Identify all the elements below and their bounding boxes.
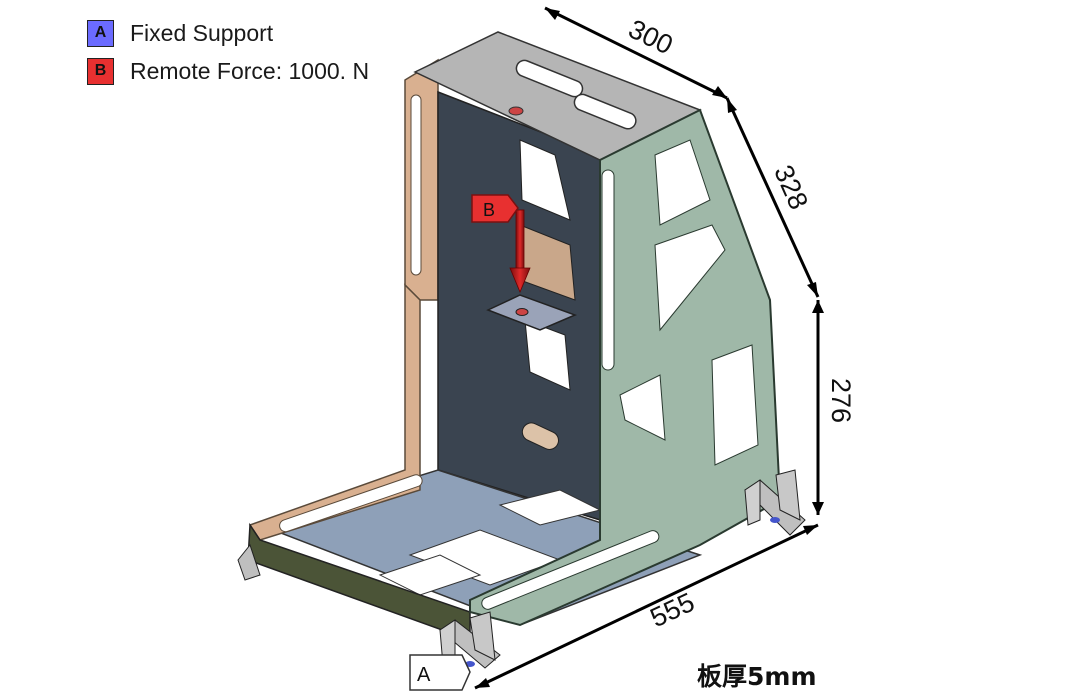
legend-badge-a: A: [87, 19, 114, 47]
svg-text:A: A: [417, 664, 431, 686]
plate-thickness-note: 板厚5mm: [697, 662, 817, 691]
back-wall-window: [519, 139, 571, 221]
top-plate-hole: [508, 106, 524, 116]
support-foot-front: [237, 543, 261, 581]
legend-item-remote-force: B Remote Force: 1000. N: [87, 56, 369, 86]
legend-label: Fixed Support: [130, 19, 274, 46]
force-plate-hole: [515, 308, 529, 316]
side-frame-window: [654, 224, 726, 332]
side-frame-window: [711, 344, 759, 466]
back-wall-window: [524, 319, 571, 391]
dimension-line-328: [725, 97, 820, 298]
support-tag: A: [409, 654, 471, 691]
side-frame-slot-vertical: [601, 169, 615, 371]
legend-badge-b: B: [87, 57, 114, 85]
force-arrow: [509, 209, 531, 294]
side-frame-window: [654, 139, 711, 226]
top-plate-slot: [515, 59, 584, 98]
support-foot-right: [744, 469, 806, 536]
dimension-line-555: [474, 523, 819, 690]
back-wall-slot: [521, 422, 559, 450]
legend-item-fixed-support: A Fixed Support: [87, 18, 369, 48]
legend-label: Remote Force: 1000. N: [130, 57, 370, 84]
legend: A Fixed Support B Remote Force: 1000. N: [87, 18, 369, 94]
side-frame-slot: [481, 530, 660, 610]
side-frame-window: [619, 374, 666, 441]
svg-text:B: B: [483, 200, 495, 220]
force-plate: [486, 294, 578, 331]
top-plate-slot: [573, 93, 637, 130]
support-foot-left: [439, 611, 501, 669]
base-cutout: [378, 554, 482, 596]
dimension-label-276: 276: [826, 377, 857, 424]
dimension-line-276: [812, 300, 824, 515]
left-edge-slot-vertical: [410, 94, 422, 276]
dimension-line-300: [544, 6, 728, 100]
left-edge-slot: [279, 474, 423, 533]
force-tag: B: [471, 194, 519, 223]
